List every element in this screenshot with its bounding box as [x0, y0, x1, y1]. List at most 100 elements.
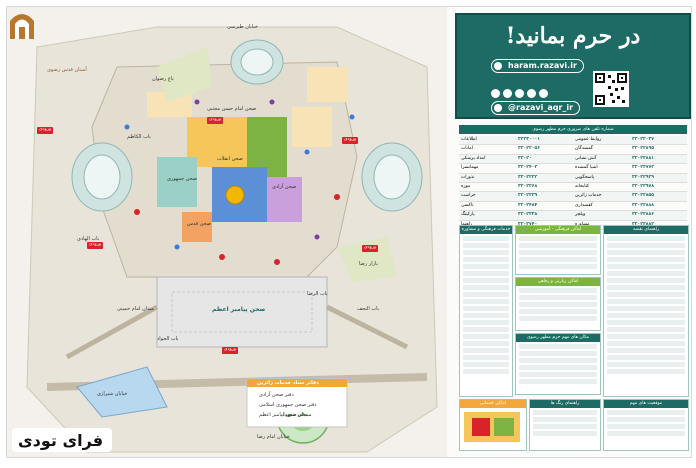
phone-number: ۳۲۰۲۲۸۸۱ [632, 155, 654, 161]
qr-code-icon [593, 71, 629, 107]
phone-table-title: شماره تلفن های ضروری حرم مطهر رضوی [459, 125, 687, 134]
label-razavi-ground: میدان امام خمینی [117, 306, 154, 312]
entrance-tag: ورودی [222, 347, 239, 354]
phone-number: ۳۲۰۲۴۸۴ [518, 202, 538, 208]
phone-label: مشاوره [573, 221, 630, 229]
label-khiaban-tabarsi: خیابان طبرسی [227, 24, 258, 30]
table-row: حراست ۳۲۰۲۲۲۹ خدمات زائرین ۳۲۰۲۲۸۵۵ [459, 192, 687, 202]
map-drawing [7, 7, 447, 457]
info-box-title: دفاتر ستاد خدمات زائرین [257, 380, 319, 386]
phone-number: ۳۲۰۲۲۸۹۵ [632, 146, 654, 152]
banner: در حرم بمانید! haram.razavi.ir @razavi_a… [455, 13, 691, 119]
phone-label: کفشداری [575, 202, 593, 208]
eitaa-icon[interactable] [527, 89, 536, 98]
phone-label: امداد پزشکی [461, 155, 486, 161]
legend-box: اماکن خدماتی [459, 399, 527, 451]
phone-number: ۳۲۰۲۲۸۸۸ [632, 202, 654, 208]
phone-number: ۳۲۰۲۲۹۷۸ [632, 183, 654, 189]
astan-quds-logo-icon [10, 14, 34, 39]
haram-map[interactable]: آستان قدس رضوی خیابان طبرسی باب الکاظم ب… [7, 7, 447, 457]
phone-label: گمشدگان [575, 146, 593, 152]
phone-number: ۳۲۰۲۴۰۲ [518, 165, 538, 171]
legend-box: مکان های مهم حرم مطهر رضوی [515, 333, 601, 395]
entrance-tag: ورودی [362, 245, 379, 252]
phone-label: خدمات زائرین [575, 193, 602, 199]
aparat-icon[interactable] [515, 89, 524, 98]
social-icons [491, 89, 548, 98]
phone-number: ۳۲۰۲۲۰۵۶ [518, 146, 540, 152]
phone-label: کتابخانه [575, 183, 590, 189]
label-sahn-ghods: صحن قدس [187, 221, 211, 227]
logo-caption: آستان قدس رضوی [47, 67, 87, 73]
label-sahn-azadi: صحن آزادی [272, 184, 297, 190]
label-sahn-enghelab: صحن انقلاب [217, 156, 243, 162]
phone-label: حراست [461, 193, 476, 199]
phone-label: پاسخگویی [575, 174, 595, 180]
phone-number: ۳۲۰۲۷۴۰ [516, 221, 573, 229]
label-bab-al-kazem: باب الکاظم [127, 134, 151, 140]
label-bazaar-reza: بازار رضا [359, 261, 378, 267]
legend-box: راهنمای نقشه [603, 225, 689, 397]
phone-number: ۳۲۰۲۲۹۲۹ [632, 174, 654, 180]
label-khiaban-imam-reza: خیابان امام رضا [257, 434, 290, 440]
globe-icon [494, 62, 502, 70]
box-title: مکان های مهم حرم مطهر رضوی [516, 334, 600, 342]
label-sahn-jomhuri: صحن جمهوری [167, 176, 198, 182]
phone-label: تاکسی [461, 202, 474, 208]
phone-label: پارکینگ [461, 212, 475, 218]
table-row: تاکسی ۳۲۰۲۴۸۴ کفشداری ۳۲۰۲۲۸۸۸ [459, 202, 687, 212]
rubika-icon[interactable] [539, 89, 548, 98]
entrance-tag: ورودی [37, 127, 54, 134]
instagram-icon[interactable] [491, 89, 500, 98]
entrance-tag: ورودی [342, 137, 359, 144]
label-bagh-rezvan: باغ رضوان [152, 76, 174, 82]
phone-number: ۳۲۰۲۲۰۳۷ [632, 137, 654, 142]
phone-label: آتش نشانی [575, 155, 597, 161]
at-icon [494, 104, 502, 112]
mini-map-icon [464, 412, 520, 442]
label-falake-shohada: میدان شهدا [283, 412, 312, 418]
brand-text: فرای تودی [18, 431, 104, 450]
phone-number: ۳۲۲۳۰۰۰۱ [518, 137, 540, 142]
phone-label: اشیا گمشده [575, 165, 598, 171]
phone-label: راهنما [459, 221, 516, 229]
box-title: اماکن خدماتی [460, 400, 526, 408]
legend-box: خدمات فرهنگی و مشاوره [459, 225, 513, 397]
phone-label: ویلچر [575, 212, 586, 218]
label-bab-al-reza: باب الرضا [307, 291, 328, 297]
legend-box: راهنمای رنگ ها [529, 399, 601, 451]
phone-number: ۳۲۰۲۲۷۷۲ [632, 165, 654, 171]
info-panel: در حرم بمانید! haram.razavi.ir @razavi_a… [455, 13, 691, 453]
legend-box: اماکن فرهنگی - آموزشی [515, 225, 601, 275]
phone-label: اطلاعات [461, 137, 477, 142]
phone-number: ۳۲۰۲۲۲۲ [518, 174, 538, 180]
phone-number: ۳۲۰۲۰ [518, 155, 532, 161]
banner-title: در حرم بمانید! [505, 23, 641, 49]
handle-pill[interactable]: @razavi_aqr_ir [491, 101, 581, 115]
info-box-item: دفتر صحن جمهوری اسلامی [259, 402, 317, 408]
label-bab-al-najaf: باب النجف [357, 306, 380, 312]
box-title: اماکن زیارتی و رفاهی [516, 278, 600, 286]
map-sheet: آستان قدس رضوی خیابان طبرسی باب الکاظم ب… [6, 6, 692, 458]
website-pill[interactable]: haram.razavi.ir [491, 59, 584, 73]
telegram-icon[interactable] [503, 89, 512, 98]
box-title: خدمات فرهنگی و مشاوره [460, 226, 512, 234]
label-bab-al-jawad: باب الجواد [157, 336, 179, 342]
box-title: راهنمای رنگ ها [530, 400, 600, 408]
info-box-item: دفتر صحن پیامبر اعظم [259, 412, 308, 418]
label-sahn-imam-hassan: صحن امام حسن مجتبی [207, 106, 257, 112]
phone-number: ۳۲۰۲۲۲۹ [518, 193, 538, 199]
table-row: امداد پزشکی ۳۲۰۲۰ آتش نشانی ۳۲۰۲۲۸۸۱ [459, 154, 687, 165]
phone-number: ۳۲۰۲۲۸۸۲ [630, 221, 687, 229]
label-khiaban-shirazi: خیابان شیرازی [97, 391, 128, 397]
brand-badge [12, 428, 112, 452]
phone-number: ۳۲۰۲۲۸۸۶ [632, 212, 654, 218]
box-title: اماکن فرهنگی - آموزشی [516, 226, 600, 234]
phone-label: نذورات [461, 174, 475, 180]
phone-number: ۳۲۰۲۲۸۵۵ [632, 193, 654, 199]
